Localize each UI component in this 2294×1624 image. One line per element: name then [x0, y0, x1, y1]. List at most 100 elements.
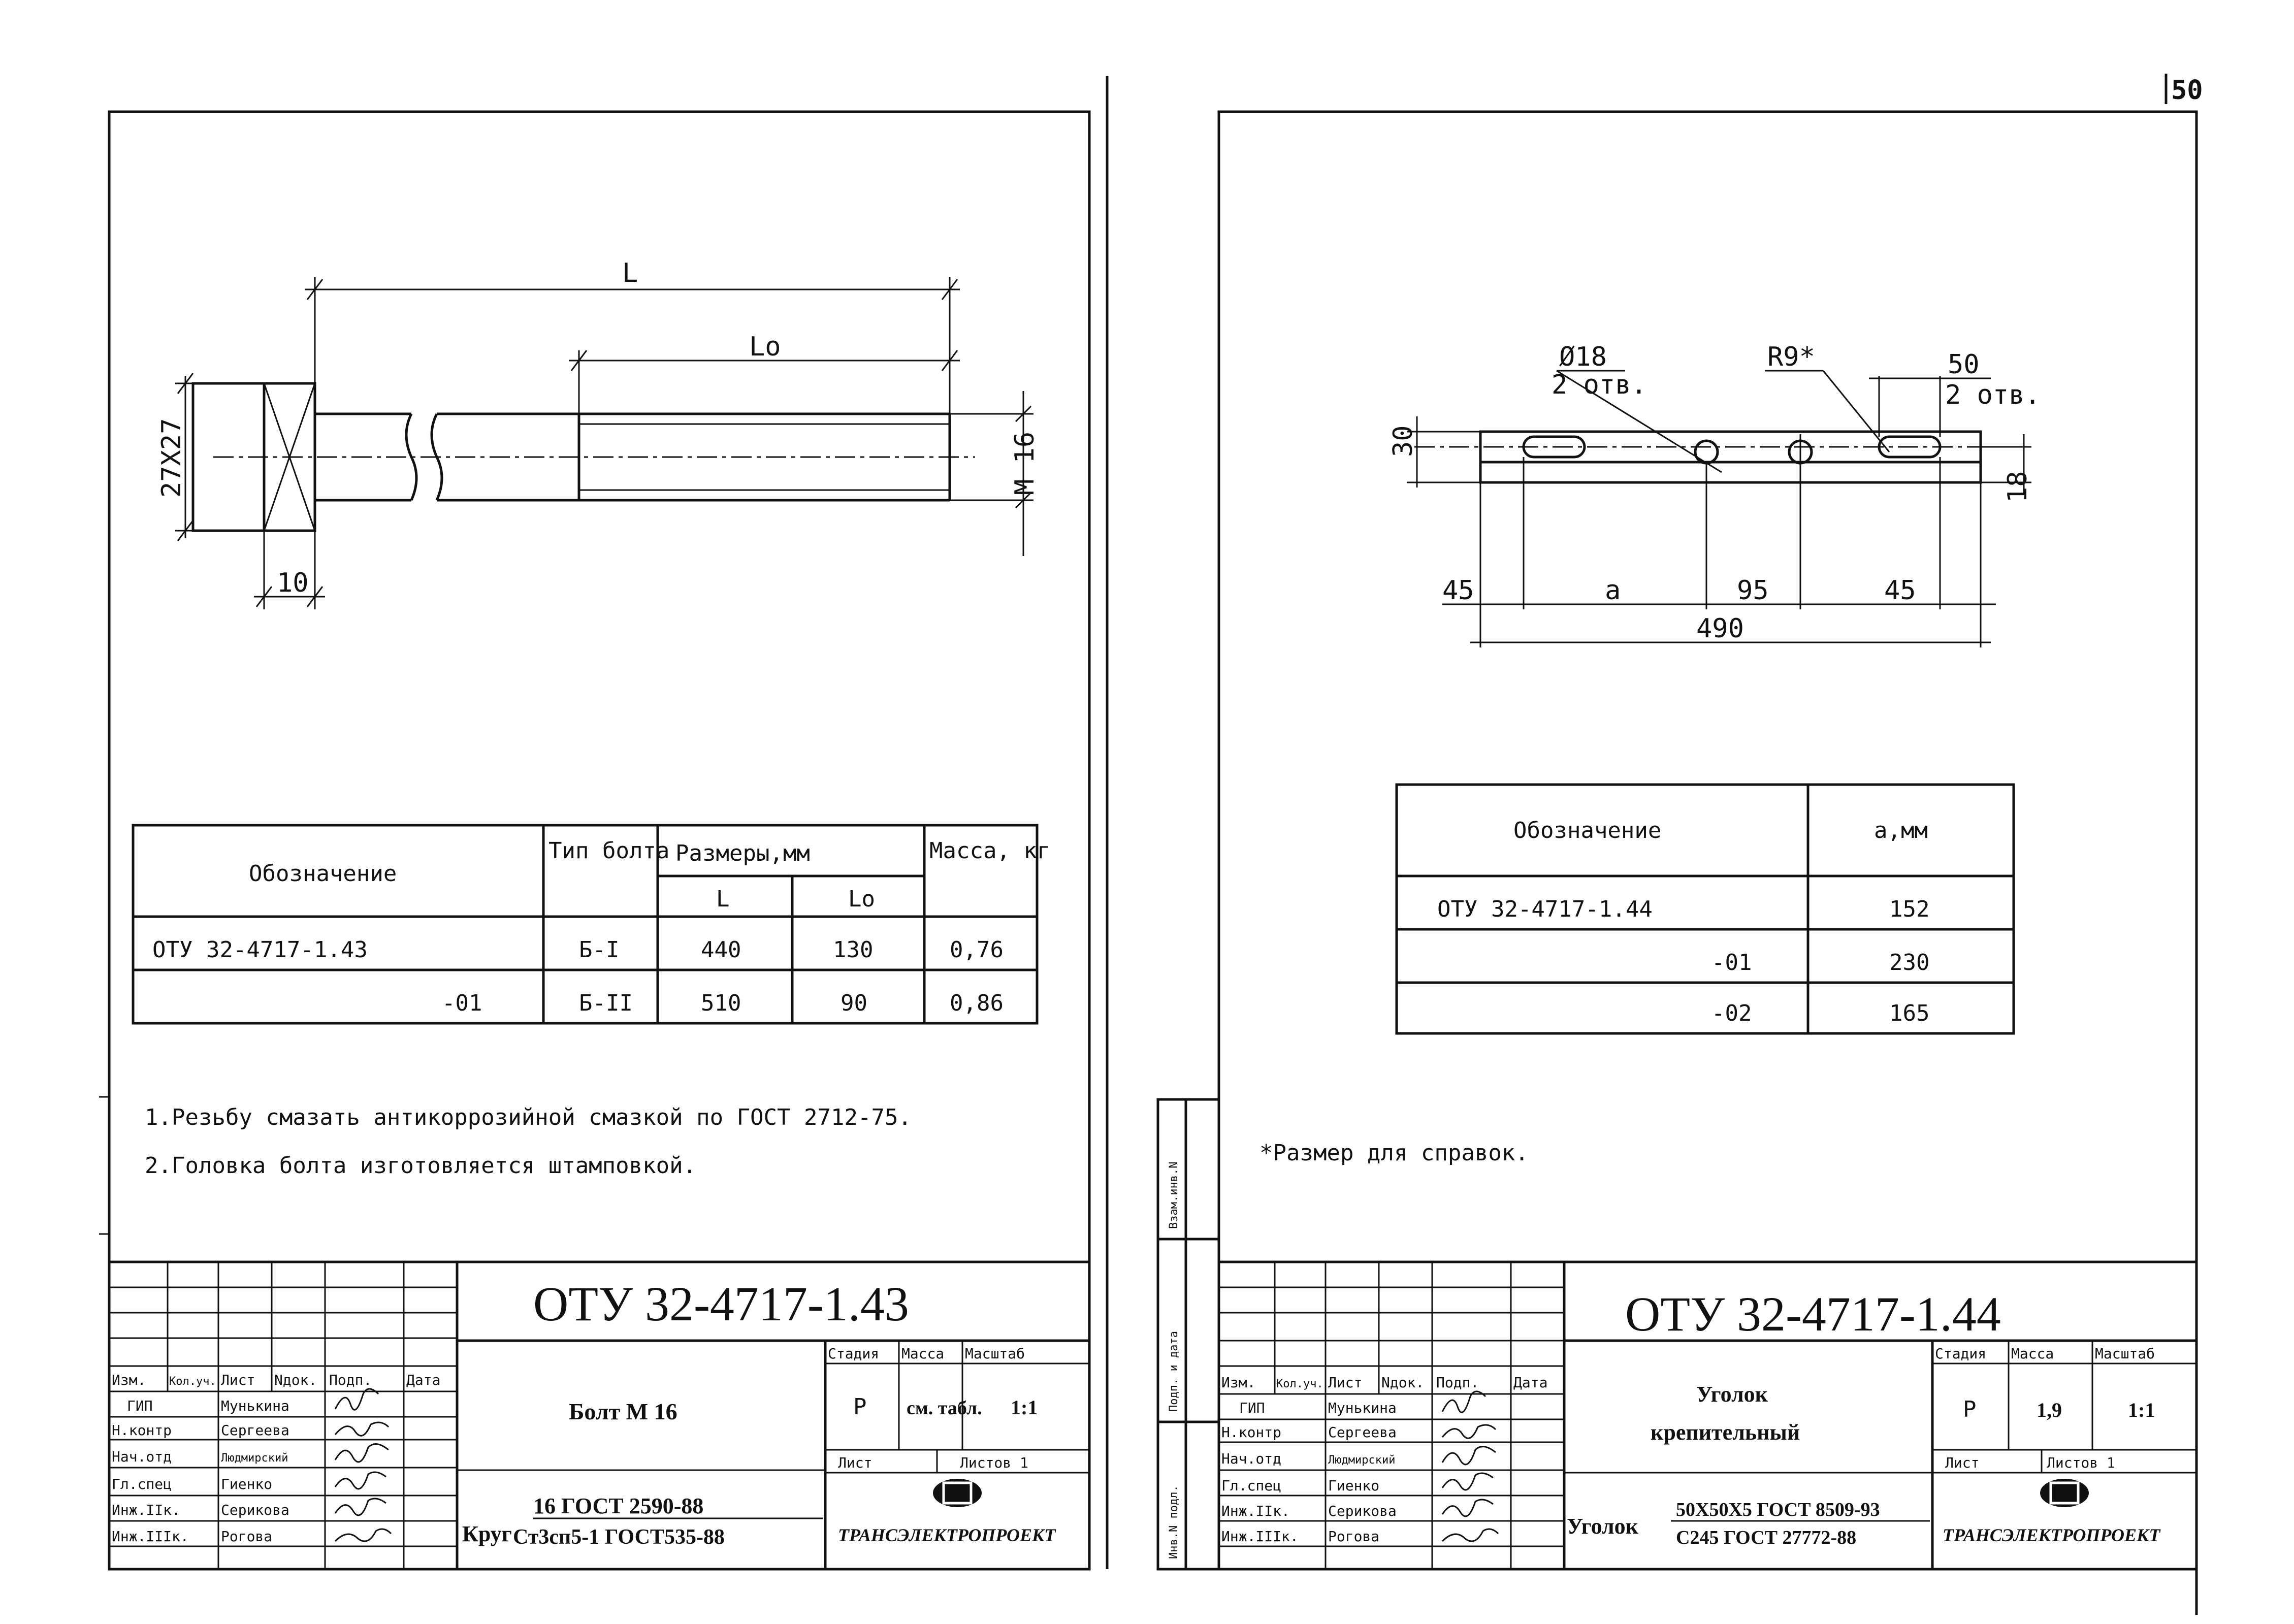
svg-text:Б-I: Б-I: [579, 937, 619, 963]
svg-text:-02: -02: [1711, 1000, 1752, 1026]
svg-text:Nдок.: Nдок.: [274, 1372, 317, 1388]
svg-text:Круг: Круг: [462, 1521, 512, 1546]
th-L: L: [716, 886, 730, 912]
angle-drawing: Ø18 2 отв. R9* 50 2 отв. 30 18: [1388, 342, 2041, 647]
svg-text:Изм.: Изм.: [1221, 1374, 1255, 1391]
svg-text:16 ГОСТ 2590-88: 16 ГОСТ 2590-88: [533, 1493, 703, 1518]
svg-text:Масса: Масса: [901, 1345, 944, 1362]
th-dims: Размеры,мм: [675, 840, 810, 866]
th-mass: Масса, кг: [929, 838, 1050, 864]
svg-text:Н.контр: Н.контр: [1221, 1424, 1281, 1441]
dim-95: 95: [1737, 575, 1769, 606]
slot-length: 50: [1948, 349, 1980, 380]
dim-a: a: [1605, 575, 1621, 606]
dim-18: 18: [2002, 471, 2033, 503]
reference-note: *Размер для справок.: [1259, 1140, 1529, 1166]
svg-text:Сергеева: Сергеева: [1328, 1424, 1397, 1441]
right-doc-code: ОТУ 32-4717-1.44: [1625, 1287, 2001, 1341]
dim-L: L: [622, 258, 638, 288]
svg-text:Лист: Лист: [1328, 1374, 1362, 1391]
th-Lo: Lo: [848, 886, 875, 912]
svg-text:Подп.: Подп.: [329, 1372, 372, 1388]
left-sheet: L Lo 27X27 10 M: [99, 110, 1091, 1571]
table-row: ОТУ 32-4717-1.43 Б-I 440 130 0,76: [152, 937, 1004, 963]
svg-text:Стадия: Стадия: [1935, 1345, 1986, 1362]
org-logo: [933, 1479, 982, 1507]
hole-diameter: Ø18: [1559, 342, 1607, 372]
dim-45-right: 45: [1884, 575, 1916, 606]
right-sheet: Взам.инв.N Подп. и дата Инв.N подл. Ø18 …: [1156, 110, 2198, 1571]
svg-text:Мунькина: Мунькина: [221, 1398, 289, 1414]
svg-text:1:1: 1:1: [1011, 1396, 1038, 1419]
svg-text:ГИП: ГИП: [127, 1398, 153, 1414]
svg-text:Уголок: Уголок: [1567, 1514, 1639, 1539]
svg-text:Б-II: Б-II: [579, 990, 633, 1016]
svg-text:Ст3сп5-1 ГОСТ535-88: Ст3сп5-1 ГОСТ535-88: [513, 1525, 725, 1549]
svg-text:Лист: Лист: [221, 1372, 255, 1388]
svg-text:Изм.: Изм.: [112, 1372, 146, 1388]
table-row: -02 165: [1711, 1000, 1929, 1026]
svg-text:Рогова: Рогова: [221, 1528, 272, 1545]
th-designation: Обозначение: [249, 861, 397, 887]
svg-text:ОТУ 32-4717-1.43: ОТУ 32-4717-1.43: [152, 937, 368, 963]
right-doc-name-1: Уголок: [1696, 1382, 1768, 1407]
svg-text:Гиенко: Гиенко: [1328, 1477, 1379, 1494]
signatures: [1441, 1390, 1499, 1542]
svg-text:Гл.спец: Гл.спец: [1221, 1477, 1281, 1494]
left-table: Обозначение Тип болта Размеры,мм L Lo Ма…: [132, 824, 1050, 1025]
svg-text:Дата: Дата: [406, 1372, 440, 1388]
svg-text:Дата: Дата: [1513, 1374, 1547, 1391]
svg-text:130: 130: [833, 937, 873, 963]
svg-text:Нач.отд: Нач.отд: [112, 1448, 172, 1465]
slot-left: [1522, 435, 1586, 459]
svg-text:1,9: 1,9: [2037, 1399, 2062, 1421]
svg-text:Инж.IIIк.: Инж.IIIк.: [112, 1528, 189, 1545]
svg-text:152: 152: [1889, 896, 1929, 922]
table-row: ОТУ 32-4717-1.44 152: [1437, 896, 1929, 922]
slot-count: 2 отв.: [1945, 380, 2041, 410]
svg-text:Лист: Лист: [838, 1454, 872, 1471]
svg-text:Масса: Масса: [2011, 1345, 2054, 1362]
left-doc-code: ОТУ 32-4717-1.43: [533, 1277, 909, 1331]
svg-text:Nдок.: Nдок.: [1381, 1374, 1424, 1391]
right-frame: [1217, 110, 2198, 1571]
hole-left: [1694, 439, 1719, 465]
svg-text:0,86: 0,86: [950, 990, 1004, 1016]
svg-text:ГИП: ГИП: [1239, 1400, 1265, 1416]
svg-text:Людмирский: Людмирский: [221, 1452, 288, 1465]
svg-text:50Х50Х5 ГОСТ 8509-93: 50Х50Х5 ГОСТ 8509-93: [1676, 1499, 1880, 1520]
svg-text:1:1: 1:1: [2128, 1399, 2155, 1421]
table-row: -01 Б-II 510 90 0,86: [442, 990, 1004, 1016]
dim-30: 30: [1388, 425, 1418, 457]
svg-text:Подп.: Подп.: [1436, 1374, 1479, 1391]
svg-text:ТРАНСЭЛЕКТРОПРОЕКТ: ТРАНСЭЛЕКТРОПРОЕКТ: [838, 1525, 1056, 1545]
svg-text:90: 90: [841, 990, 867, 1016]
svg-text:165: 165: [1889, 1000, 1929, 1026]
dim-Lo: Lo: [749, 332, 781, 362]
svg-text:Подп. и дата: Подп. и дата: [1168, 1331, 1180, 1412]
svg-text:-01: -01: [442, 990, 482, 1016]
svg-text:Инв.N подл.: Инв.N подл.: [1168, 1485, 1180, 1559]
side-strip: [1156, 1098, 1220, 1571]
svg-text:Р: Р: [853, 1394, 867, 1420]
svg-text:Сергеева: Сергеева: [221, 1422, 289, 1439]
svg-text:ОТУ 32-4717-1.44: ОТУ 32-4717-1.44: [1437, 896, 1653, 922]
right-doc-name-2: крепительный: [1651, 1420, 1800, 1445]
th-type: Тип болта: [548, 838, 669, 864]
svg-text:Кол.уч.: Кол.уч.: [1276, 1378, 1323, 1390]
svg-text:Стадия: Стадия: [828, 1345, 879, 1362]
table-row: -01 230: [1711, 950, 1929, 976]
svg-text:230: 230: [1889, 950, 1929, 976]
bolt-drawing: L Lo 27X27 10 M: [156, 258, 1040, 609]
left-doc-name: Болт М 16: [569, 1399, 677, 1424]
signatures: [334, 1388, 392, 1542]
svg-text:см. табл.: см. табл.: [907, 1398, 982, 1419]
svg-text:Инж.IIк.: Инж.IIк.: [112, 1502, 180, 1518]
svg-text:Людмирский: Людмирский: [1328, 1454, 1395, 1467]
right-table: Обозначение a,мм ОТУ 32-4717-1.44 152 -0…: [1395, 783, 2015, 1035]
svg-text:0,76: 0,76: [950, 937, 1004, 963]
dim-thread: M 16: [1010, 432, 1040, 495]
dim-490: 490: [1696, 613, 1744, 644]
svg-text:С245 ГОСТ 27772-88: С245 ГОСТ 27772-88: [1676, 1527, 1856, 1548]
